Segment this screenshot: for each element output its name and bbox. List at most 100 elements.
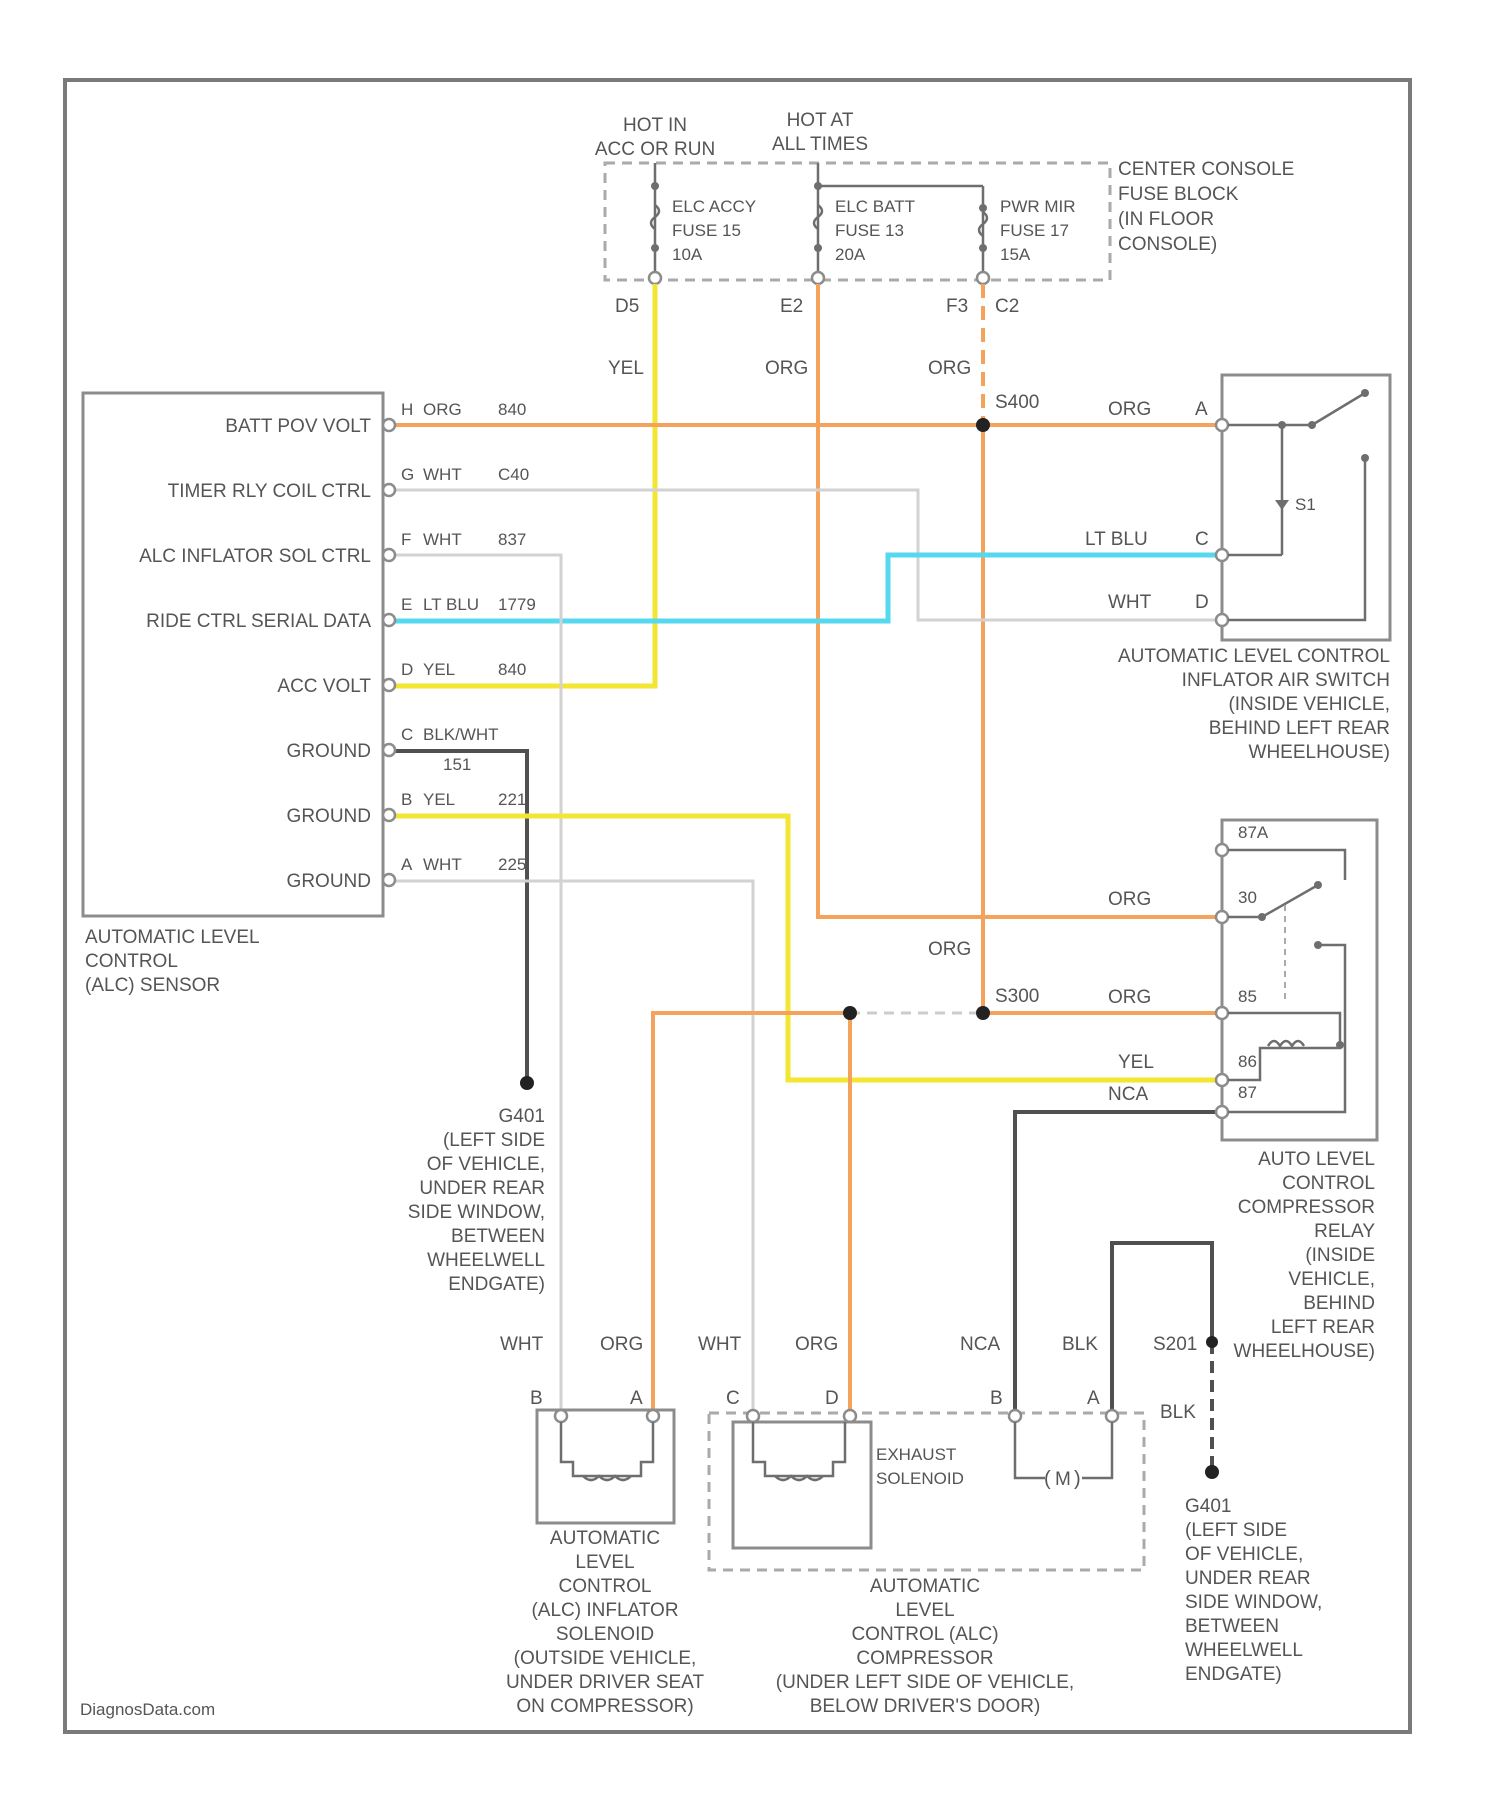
ground-g401-right: S201 BLK G401 (LEFT SIDE OF VEHICLE, UND… [1153, 1334, 1322, 1685]
relay-pin-87a: 87A [1238, 823, 1269, 842]
sensor-pin-letter: E [401, 595, 412, 614]
splice-s300 [976, 1006, 990, 1020]
wire-label-org-switch: ORG [1108, 399, 1151, 420]
sensor-pin-wire-color: WHT [423, 855, 462, 874]
wire-label-org-85: ORG [1108, 987, 1151, 1008]
sensor-pin-letter: G [401, 465, 414, 484]
sensor-pin-wire-color: ORG [423, 400, 462, 419]
sensor-pin-name: ACC VOLT [277, 676, 371, 697]
sensor-pin-name: GROUND [287, 741, 371, 762]
exhaust-label-1: EXHAUST [876, 1445, 956, 1464]
g401-label-7: WHEELWELL [427, 1250, 545, 1271]
sensor-pin-letter: H [401, 400, 413, 419]
fuse-17-line1: PWR MIR [1000, 197, 1076, 216]
fuse-13-line1: ELC BATT [835, 197, 915, 216]
switch-pin-d: D [1195, 592, 1209, 613]
relay-label-7: BEHIND [1303, 1293, 1375, 1314]
switch-label-3: (INSIDE VEHICLE, [1228, 694, 1390, 715]
sensor-pin-wire-color: YEL [423, 660, 455, 679]
splice-s201-label: S201 [1153, 1334, 1197, 1355]
sensor-pin-terminal [383, 484, 395, 496]
sensor-pin-circuit: 151 [443, 755, 471, 774]
relay-label-9: WHEELHOUSE) [1234, 1341, 1375, 1362]
g401b-label-8: ENDGATE) [1185, 1664, 1282, 1685]
inflator-label-7: UNDER DRIVER SEAT [506, 1672, 705, 1693]
splice-inflator [843, 1006, 857, 1020]
fuse-elc-accy: ELC ACCY FUSE 15 10A D5 [615, 163, 756, 317]
sensor-pin-name: RIDE CTRL SERIAL DATA [146, 611, 371, 632]
inflator-label-5: SOLENOID [556, 1624, 654, 1645]
fuse-15-line3: 10A [672, 245, 703, 264]
sensor-label-1: AUTOMATIC LEVEL [85, 927, 260, 948]
switch-pin-c: C [1195, 529, 1209, 550]
fuse-13-line3: 20A [835, 245, 866, 264]
hot-always-line1: HOT AT [787, 110, 854, 131]
inflator-label-2: LEVEL [575, 1552, 634, 1573]
sensor-pin-terminal [383, 874, 395, 886]
relay-pin-86: 86 [1238, 1052, 1257, 1071]
sensor-label-3: (ALC) SENSOR [85, 975, 220, 996]
g401b-label-6: BETWEEN [1185, 1616, 1279, 1637]
sensor-pin-terminal [383, 809, 395, 821]
bottom-wire-wht-1: WHT [500, 1334, 544, 1355]
sensor-pin-letter: A [401, 855, 413, 874]
sensor-pin-terminal [383, 744, 395, 756]
inflator-solenoid: B A AUTOMATIC LEVEL CONTROL (ALC) INFLAT… [506, 1388, 705, 1717]
sensor-pin-letter: B [401, 790, 412, 809]
compressor-pin-a: A [1087, 1388, 1100, 1409]
sensor-pin-circuit: 1779 [498, 595, 536, 614]
fuse-13-line2: FUSE 13 [835, 221, 904, 240]
g401-label-5: SIDE WINDOW, [408, 1202, 545, 1223]
g401-label-3: OF VEHICLE, [427, 1154, 545, 1175]
sensor-pin-terminal [383, 614, 395, 626]
compressor-label-3: CONTROL (ALC) [851, 1624, 998, 1645]
compressor-label-2: LEVEL [895, 1600, 954, 1621]
sensor-pin-terminal [383, 679, 395, 691]
fuse-15-line1: ELC ACCY [672, 197, 756, 216]
g401-label-2: (LEFT SIDE [443, 1130, 545, 1151]
sensor-pin-row: ALC INFLATOR SOL CTRL F WHT 837 [139, 530, 526, 567]
svg-text:): ) [1074, 1468, 1081, 1490]
sensor-pin-letter: F [401, 530, 411, 549]
motor-icon: ( [1044, 1468, 1051, 1490]
sensor-pin-circuit: 837 [498, 530, 526, 549]
wire-label-nca: NCA [1108, 1084, 1148, 1105]
inflator-label-4: (ALC) INFLATOR [531, 1600, 678, 1621]
pin-f3: F3 [946, 296, 968, 317]
sensor-pin-letter: C [401, 725, 413, 744]
sensor-pin-wire-color: WHT [423, 530, 462, 549]
fuse-block-label-4: CONSOLE) [1118, 234, 1217, 255]
inflator-air-switch: A C D S1 AUTOMATIC LEVEL CONTROL INFLATO… [1118, 375, 1390, 763]
compressor: C D B A EXHAUST SOLENOID ( M ) AUTOMATIC… [709, 1388, 1144, 1717]
compressor-pin-c: C [726, 1388, 740, 1409]
sensor-pin-wire-color: BLK/WHT [423, 725, 499, 744]
relay-label-4: RELAY [1314, 1221, 1375, 1242]
g401-label-1: G401 [499, 1106, 545, 1127]
sensor-pin-name: ALC INFLATOR SOL CTRL [139, 546, 371, 567]
g401-label-8: ENDGATE) [448, 1274, 545, 1295]
fuse-block-label-3: (IN FLOOR [1118, 209, 1214, 230]
sensor-pin-circuit: 221 [498, 790, 526, 809]
g401b-label-4: UNDER REAR [1185, 1568, 1311, 1589]
wire-label-org-f3: ORG [928, 358, 971, 379]
g401b-label-1: G401 [1185, 1496, 1231, 1517]
bottom-wire-wht-2: WHT [698, 1334, 742, 1355]
inflator-label-8: ON COMPRESSOR) [516, 1696, 693, 1717]
fuse-pwr-mir: PWR MIR FUSE 17 15A F3 C2 [946, 186, 1076, 317]
switch-label-2: INFLATOR AIR SWITCH [1182, 670, 1390, 691]
sensor-pin-circuit: 840 [498, 660, 526, 679]
compressor-relay: 87A 30 85 86 87 AUTO LEVEL CONTROL COMPR… [1216, 820, 1377, 1362]
relay-label-3: COMPRESSOR [1238, 1197, 1375, 1218]
wire-yel-acc [395, 284, 655, 686]
sensor-pin-wire-color: WHT [423, 465, 462, 484]
sensor-pin-circuit: 840 [498, 400, 526, 419]
bottom-wire-nca: NCA [960, 1334, 1000, 1355]
wire-nca [1015, 1112, 1222, 1410]
sensor-pin-name: GROUND [287, 806, 371, 827]
splice-s400 [976, 418, 990, 432]
sensor-label-2: CONTROL [85, 951, 178, 972]
